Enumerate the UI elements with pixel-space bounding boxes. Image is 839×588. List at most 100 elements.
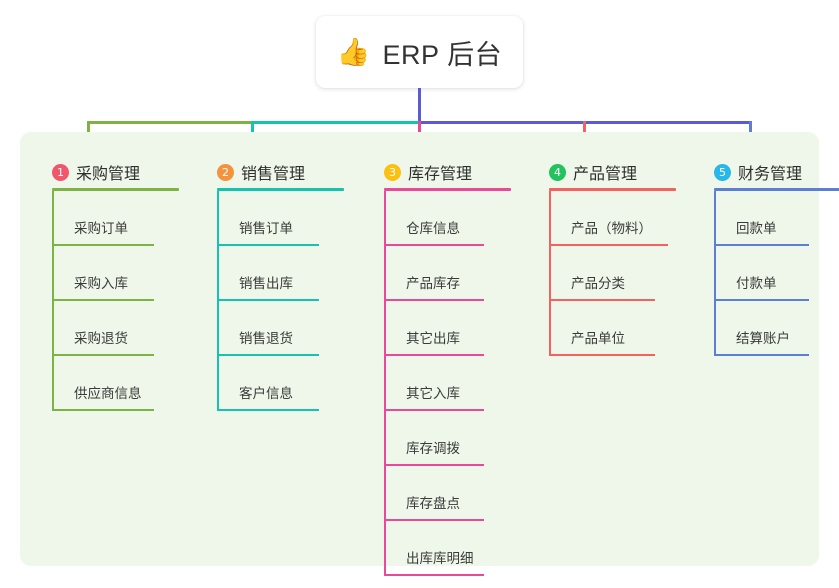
column-header-2[interactable]: 2 销售管理	[201, 156, 366, 188]
module-item-label: 采购退货	[74, 331, 128, 346]
module-item[interactable]: 产品（物料）	[549, 191, 698, 246]
module-item[interactable]: 销售订单	[217, 191, 366, 246]
modules-panel: 1 采购管理采购订单采购入库采购退货供应商信息 2 销售管理销售订单销售出库销售退货客…	[20, 132, 839, 576]
module-item-rule	[217, 409, 319, 411]
module-item-rule	[714, 354, 809, 356]
module-item-label: 采购入库	[74, 276, 128, 291]
column-header-1[interactable]: 1 采购管理	[36, 156, 201, 188]
module-item-rule	[549, 354, 655, 356]
module-item-rule	[217, 299, 319, 301]
module-item[interactable]: 其它入库	[384, 356, 533, 411]
column-spine	[549, 191, 551, 356]
module-item-rule	[714, 299, 809, 301]
root-node-card[interactable]: 👍 ERP 后台	[316, 16, 523, 88]
module-column-5: 5 财务管理回款单付款单结算账户	[698, 156, 839, 356]
module-item-rule	[384, 354, 484, 356]
module-item-rule	[714, 244, 809, 246]
column-number-badge: 2	[217, 163, 234, 181]
module-item-rule	[384, 464, 484, 466]
module-item-label: 销售订单	[239, 221, 293, 236]
module-item-rule	[52, 409, 154, 411]
module-item[interactable]: 结算账户	[714, 301, 839, 356]
module-item-label: 结算账户	[736, 331, 790, 346]
column-spine	[52, 191, 54, 411]
module-item-rule	[217, 354, 319, 356]
module-item[interactable]: 出库库明细	[384, 521, 533, 576]
column-spine	[714, 191, 716, 356]
module-item-label: 库存盘点	[406, 496, 460, 511]
column-items: 回款单付款单结算账户	[714, 191, 839, 356]
column-drop-line-5	[749, 121, 752, 139]
column-accent-rule	[384, 188, 511, 191]
column-spine	[217, 191, 219, 411]
module-item-label: 产品分类	[571, 276, 625, 291]
module-item-label: 供应商信息	[74, 386, 142, 401]
module-item-label: 回款单	[736, 221, 777, 236]
column-title: 产品管理	[573, 166, 638, 183]
module-item[interactable]: 付款单	[714, 246, 839, 301]
module-item-label: 产品单位	[571, 331, 625, 346]
column-header-4[interactable]: 4 产品管理	[533, 156, 698, 188]
column-title: 采购管理	[76, 166, 141, 183]
column-number-badge: 1	[52, 163, 69, 181]
module-item[interactable]: 采购订单	[52, 191, 201, 246]
column-title: 销售管理	[241, 166, 306, 183]
module-item[interactable]: 采购退货	[52, 301, 201, 356]
column-drop-line-3	[418, 121, 421, 139]
module-item-rule	[384, 574, 484, 576]
module-item[interactable]: 客户信息	[217, 356, 366, 411]
module-item[interactable]: 销售出库	[217, 246, 366, 301]
module-item-label: 其它入库	[406, 386, 460, 401]
column-accent-rule	[52, 188, 179, 191]
module-item[interactable]: 库存盘点	[384, 466, 533, 521]
column-spine	[384, 191, 386, 576]
module-item-label: 出库库明细	[406, 551, 474, 566]
bus-segment-green	[87, 121, 252, 124]
module-item[interactable]: 产品库存	[384, 246, 533, 301]
column-accent-rule	[217, 188, 344, 191]
module-item[interactable]: 仓库信息	[384, 191, 533, 246]
module-item-label: 产品（物料）	[571, 221, 652, 236]
module-item-rule	[549, 299, 655, 301]
bus-segment-teal	[252, 121, 419, 124]
column-drop-line-1	[87, 121, 90, 139]
module-item-rule	[52, 299, 154, 301]
column-drop-line-4	[583, 121, 586, 139]
module-item-label: 采购订单	[74, 221, 128, 236]
module-item[interactable]: 产品分类	[549, 246, 698, 301]
column-items: 仓库信息产品库存其它出库其它入库库存调拨库存盘点出库库明细	[384, 191, 533, 576]
column-number-badge: 5	[714, 163, 731, 181]
module-item-rule	[52, 244, 154, 246]
module-item-label: 客户信息	[239, 386, 293, 401]
module-item-rule	[52, 354, 154, 356]
root-drop-line	[418, 88, 421, 124]
column-number-badge: 4	[549, 163, 566, 181]
module-column-1: 1 采购管理采购订单采购入库采购退货供应商信息	[36, 156, 201, 411]
column-header-5[interactable]: 5 财务管理	[698, 156, 839, 188]
module-item-label: 产品库存	[406, 276, 460, 291]
column-number-badge: 3	[384, 163, 401, 181]
module-item-label: 库存调拨	[406, 441, 460, 456]
module-item-rule	[217, 244, 319, 246]
module-item[interactable]: 采购入库	[52, 246, 201, 301]
module-item[interactable]: 其它出库	[384, 301, 533, 356]
module-item-label: 仓库信息	[406, 221, 460, 236]
column-title: 库存管理	[408, 166, 473, 183]
module-item-rule	[384, 299, 484, 301]
column-items: 产品（物料） 产品分类产品单位	[549, 191, 698, 356]
module-item[interactable]: 库存调拨	[384, 411, 533, 466]
module-column-3: 3 库存管理仓库信息产品库存其它出库其它入库库存调拨库存盘点出库库明细	[368, 156, 533, 576]
module-item-label: 销售退货	[239, 331, 293, 346]
column-drop-line-2	[251, 121, 254, 139]
module-item[interactable]: 产品单位	[549, 301, 698, 356]
module-item-label: 其它出库	[406, 331, 460, 346]
module-item-rule	[384, 519, 484, 521]
column-header-3[interactable]: 3 库存管理	[368, 156, 533, 188]
column-accent-rule	[549, 188, 676, 191]
column-title: 财务管理	[738, 166, 803, 183]
module-item[interactable]: 供应商信息	[52, 356, 201, 411]
module-item[interactable]: 销售退货	[217, 301, 366, 356]
module-column-4: 4 产品管理产品（物料） 产品分类产品单位	[533, 156, 698, 356]
module-item[interactable]: 回款单	[714, 191, 839, 246]
root-node-title: ERP 后台	[382, 39, 503, 70]
